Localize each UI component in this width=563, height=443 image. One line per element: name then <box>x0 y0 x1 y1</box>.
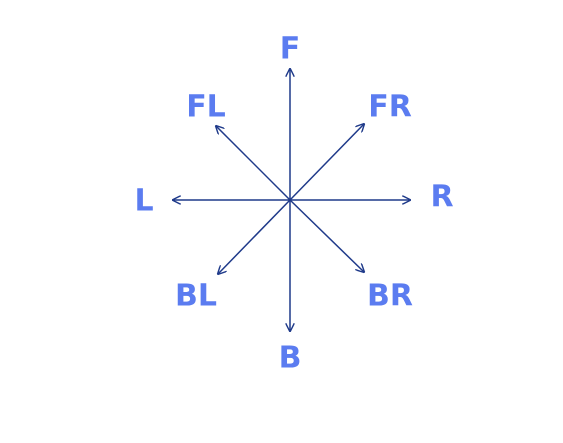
label-back: B <box>279 341 302 376</box>
label-back-left: BL <box>175 279 217 314</box>
arrow-back-left <box>218 199 291 274</box>
arrow-front-right <box>289 124 364 201</box>
label-back-right: BR <box>367 279 413 314</box>
arrow-front-left <box>216 126 291 201</box>
label-left: L <box>134 184 153 219</box>
label-front-right: FR <box>368 90 412 125</box>
label-front-left: FL <box>186 90 226 125</box>
arrow-back-right <box>289 199 364 272</box>
label-front: F <box>280 32 301 67</box>
label-right: R <box>430 180 453 215</box>
